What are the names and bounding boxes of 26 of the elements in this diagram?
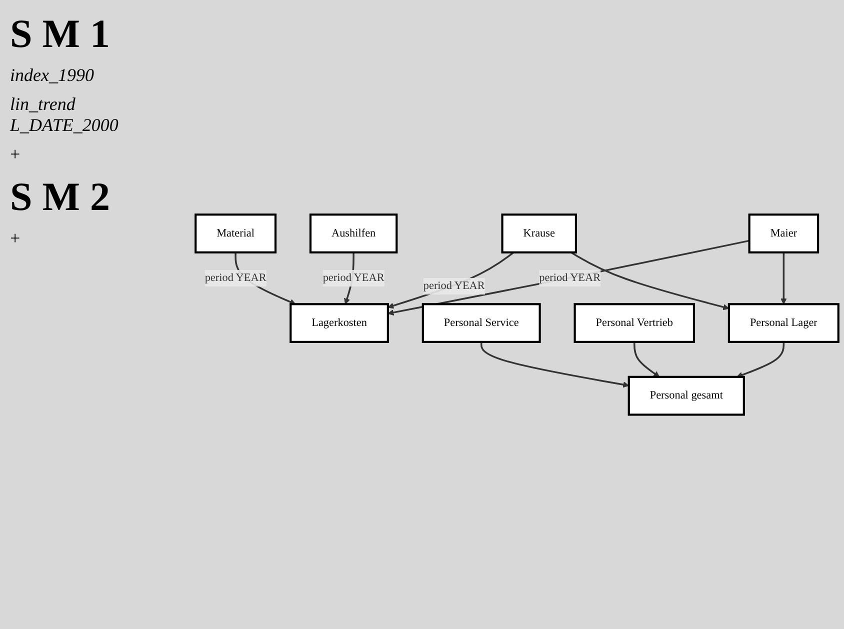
arrow: [570, 251, 730, 310]
node-box: Personal gesamt: [628, 376, 745, 416]
arrow: [780, 252, 787, 304]
arrow: [634, 342, 660, 378]
plus-sign: +: [10, 228, 22, 249]
node-box: Material: [194, 213, 277, 254]
edge-label: period YEAR: [204, 272, 266, 284]
edge-label: period YEAR: [322, 272, 384, 284]
node-box: Maier: [748, 213, 820, 254]
section-heading: S M 1: [10, 10, 111, 57]
edge-label: period YEAR: [423, 280, 485, 292]
arrow: [480, 342, 630, 388]
arrow: [388, 240, 750, 316]
node-box: Personal Lager: [728, 302, 840, 343]
formula-note: lin_trend L_DATE_2000: [10, 94, 120, 136]
arrow: [388, 252, 514, 309]
node-box: Personal Service: [422, 302, 541, 343]
arrow: [736, 342, 785, 378]
plus-sign: +: [10, 144, 22, 165]
node-box: Personal Vertrieb: [574, 302, 696, 343]
formula-note: index_1990: [10, 65, 95, 86]
node-box: Krause: [501, 213, 577, 254]
node-box: Aushilfen: [309, 213, 398, 254]
edge-label: period YEAR: [539, 272, 601, 284]
node-box: Lagerkosten: [290, 302, 389, 343]
section-heading: S M 2: [10, 173, 111, 220]
